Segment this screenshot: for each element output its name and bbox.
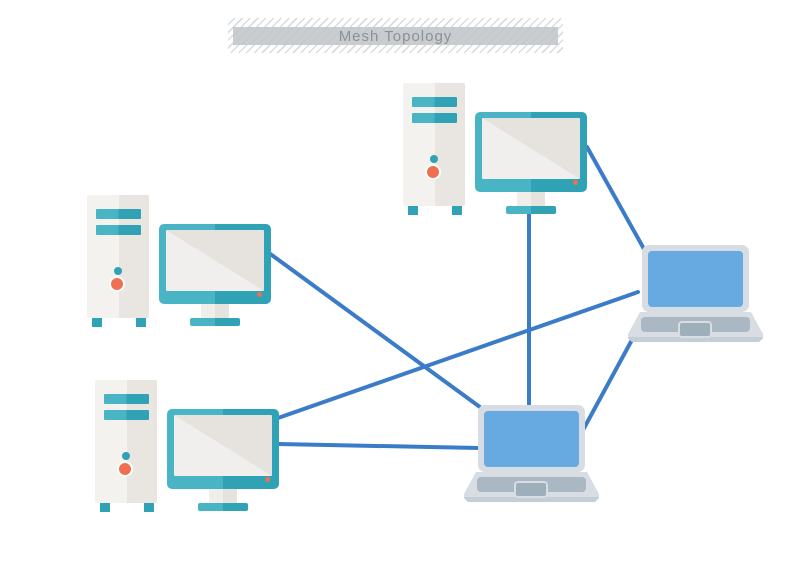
monitor-screen: [166, 230, 264, 291]
laptop-lid: [478, 405, 585, 472]
server-tower: [403, 83, 465, 215]
monitor-stand: [201, 304, 229, 318]
monitor-frame: [475, 112, 587, 192]
drive-bay: [96, 225, 141, 235]
monitor-screen: [174, 415, 272, 476]
server-tower: [95, 380, 157, 512]
laptop-base-edge: [628, 337, 763, 342]
title-bar: Mesh Topology: [233, 27, 558, 45]
monitor-frame: [167, 409, 279, 489]
monitor-frame: [159, 224, 271, 304]
connection-line[interactable]: [276, 442, 481, 450]
laptop-base: [628, 312, 763, 342]
monitor: [475, 112, 587, 214]
laptop-lid: [642, 245, 749, 312]
power-led: [573, 180, 578, 185]
monitor: [159, 224, 271, 326]
monitor-stand-base: [198, 503, 248, 511]
laptop-base: [464, 472, 599, 502]
power-button: [425, 164, 441, 180]
workstation-bottom-left[interactable]: [95, 380, 279, 512]
indicator-dot: [114, 267, 122, 275]
monitor-stand: [209, 489, 237, 503]
tower-foot: [100, 503, 110, 512]
laptop-screen: [484, 411, 579, 467]
monitor-stand-base: [506, 206, 556, 214]
connection-line[interactable]: [267, 251, 486, 412]
server-tower: [87, 195, 149, 327]
power-button: [117, 461, 133, 477]
laptop-base-edge: [464, 497, 599, 502]
power-led: [257, 292, 262, 297]
laptop-bottom[interactable]: [464, 405, 599, 502]
drive-bay: [104, 410, 149, 420]
tower-foot: [144, 503, 154, 512]
tower-foot: [452, 206, 462, 215]
connection-line[interactable]: [581, 336, 635, 432]
monitor-stand: [517, 192, 545, 206]
diagram-title: Mesh Topology: [338, 27, 453, 45]
monitor: [167, 409, 279, 511]
laptop-screen: [648, 251, 743, 307]
title-banner: Mesh Topology: [228, 18, 563, 53]
drive-bay: [412, 113, 457, 123]
workstation-middle-left[interactable]: [87, 195, 271, 327]
indicator-dot: [430, 155, 438, 163]
connection-line[interactable]: [585, 145, 646, 251]
drive-bay: [412, 97, 457, 107]
workstation-top[interactable]: [403, 83, 587, 215]
power-button: [109, 276, 125, 292]
drive-bay: [96, 209, 141, 219]
connection-line[interactable]: [276, 290, 640, 420]
drive-bay: [104, 394, 149, 404]
monitor-screen: [482, 118, 580, 179]
monitor-stand-base: [190, 318, 240, 326]
power-led: [265, 477, 270, 482]
indicator-dot: [122, 452, 130, 460]
tower-foot: [408, 206, 418, 215]
tower-foot: [136, 318, 146, 327]
tower-foot: [92, 318, 102, 327]
laptop-trackpad: [514, 481, 548, 498]
laptop-right[interactable]: [628, 245, 763, 342]
laptop-trackpad: [678, 321, 712, 338]
